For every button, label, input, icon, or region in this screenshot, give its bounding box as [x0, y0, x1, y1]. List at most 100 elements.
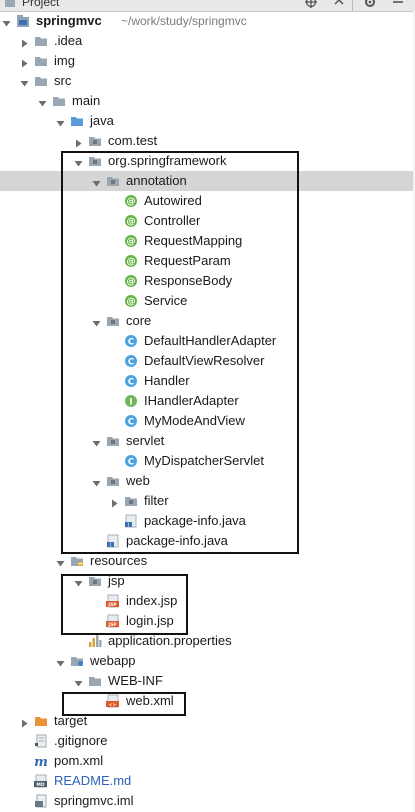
tree-row-org-springframework[interactable]: org.springframework [0, 151, 415, 171]
tree-label: springmvc.iml [54, 793, 134, 808]
folder-web-icon [70, 654, 84, 668]
tree-row-springmvc-iml[interactable]: springmvc.iml [0, 791, 415, 811]
class-icon: C [124, 414, 138, 428]
svg-text:J: J [109, 542, 111, 548]
svg-text:MD: MD [36, 782, 44, 788]
chevron-right-icon[interactable] [20, 56, 29, 68]
tree-row-responsebody[interactable]: @ResponseBody [0, 271, 415, 291]
class-icon: C [124, 354, 138, 368]
tree-row-requestparam[interactable]: @RequestParam [0, 251, 415, 271]
tree-label: webapp [90, 653, 136, 668]
interface-icon: I [124, 394, 138, 408]
svg-text:@: @ [127, 297, 136, 307]
tree-row-src[interactable]: src [0, 71, 415, 91]
chevron-down-icon[interactable] [20, 76, 29, 87]
tree-row-java[interactable]: java [0, 111, 415, 131]
tree-row-application-properties[interactable]: application.properties [0, 631, 415, 651]
javafile-icon: J [106, 534, 120, 548]
folder-icon [88, 674, 102, 688]
package-icon [106, 174, 120, 188]
textfile-icon [34, 734, 48, 748]
tree-row-jsp[interactable]: jsp [0, 571, 415, 591]
tree-row-requestmapping[interactable]: @RequestMapping [0, 231, 415, 251]
chevron-down-icon[interactable] [74, 676, 83, 687]
package-icon [88, 574, 102, 588]
svg-text:@: @ [127, 257, 136, 267]
tree-row-web-inf[interactable]: WEB-INF [0, 671, 415, 691]
chevron-down-icon[interactable] [74, 576, 83, 587]
tree-label: main [72, 93, 101, 108]
tree-row-resources[interactable]: resources [0, 551, 415, 571]
folder-src-icon [70, 114, 84, 128]
chevron-right-icon[interactable] [20, 36, 29, 48]
tree-row-target[interactable]: target [0, 711, 415, 731]
chevron-down-icon[interactable] [56, 656, 65, 667]
tree-row-img[interactable]: img [0, 51, 415, 71]
chevron-down-icon[interactable] [38, 96, 47, 107]
folder-icon [34, 34, 48, 48]
hide-panel-icon[interactable] [392, 0, 404, 8]
md-icon: MD [34, 774, 48, 788]
properties-icon [88, 634, 102, 648]
chevron-down-icon[interactable] [92, 316, 101, 327]
chevron-down-icon[interactable] [92, 476, 101, 487]
jsp-icon: JSP [106, 594, 120, 608]
collapse-icon[interactable] [333, 0, 345, 8]
gear-icon[interactable] [364, 0, 376, 8]
tree-row-com-test[interactable]: com.test [0, 131, 415, 151]
tree-row-web[interactable]: web [0, 471, 415, 491]
tree-row-autowired[interactable]: @Autowired [0, 191, 415, 211]
project-panel-header: Project [0, 0, 415, 12]
chevron-right-icon[interactable] [74, 136, 83, 148]
tree-row-web-xml[interactable]: <>web.xml [0, 691, 415, 711]
tree-row-servlet[interactable]: servlet [0, 431, 415, 451]
tree-row-gitignore[interactable]: .gitignore [0, 731, 415, 751]
tree-row-main[interactable]: main [0, 91, 415, 111]
tree-row-core[interactable]: core [0, 311, 415, 331]
tree-row-ihandleradapter[interactable]: I IHandlerAdapter [0, 391, 415, 411]
tree-label: .idea [54, 33, 83, 48]
chevron-down-icon[interactable] [2, 16, 11, 27]
folder-icon [34, 54, 48, 68]
tree-row-controller[interactable]: @Controller [0, 211, 415, 231]
tree-label: org.springframework [108, 153, 227, 168]
panel-title[interactable]: Project [22, 0, 60, 9]
tree-row-annotation[interactable]: annotation [0, 171, 415, 191]
chevron-down-icon[interactable] [56, 116, 65, 127]
chevron-down-icon[interactable] [92, 436, 101, 447]
package-icon [88, 154, 102, 168]
tree-label: core [126, 313, 152, 328]
tree-row-idea[interactable]: .idea [0, 31, 415, 51]
chevron-right-icon[interactable] [20, 716, 29, 728]
package-icon [88, 134, 102, 148]
locate-icon[interactable] [305, 0, 317, 8]
tree-row-springmvc[interactable]: springmvc~/work/study/springmvc [0, 11, 415, 31]
tree-label: IHandlerAdapter [144, 393, 239, 408]
tree-label: Controller [144, 213, 201, 228]
panel-icon [5, 0, 15, 7]
tree-row-webapp[interactable]: webapp [0, 651, 415, 671]
tree-row-service[interactable]: @Service [0, 291, 415, 311]
chevron-down-icon[interactable] [74, 156, 83, 167]
tree-label: RequestMapping [144, 233, 243, 248]
tree-row-filter[interactable]: filter [0, 491, 415, 511]
tree-label: pom.xml [54, 753, 104, 768]
scrollbar-track[interactable] [413, 11, 415, 812]
chevron-down-icon[interactable] [56, 556, 65, 567]
tree-label: Autowired [144, 193, 202, 208]
chevron-right-icon[interactable] [110, 496, 119, 508]
annotation-icon: @ [124, 254, 138, 268]
module-path: ~/work/study/springmvc [121, 14, 247, 28]
chevron-down-icon[interactable] [92, 176, 101, 187]
